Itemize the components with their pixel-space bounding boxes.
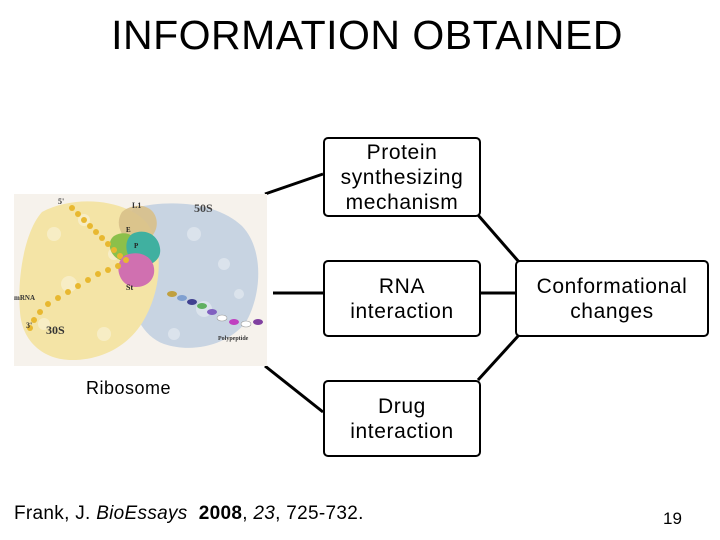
box-conformational-changes: Conformational changes xyxy=(515,260,709,337)
label-three-prime: 3' xyxy=(26,321,32,330)
polypeptide-chain xyxy=(167,291,263,328)
label-five-prime: 5' xyxy=(58,197,64,206)
connector-drug-conformational xyxy=(476,333,521,382)
box-conformational-label: Conformational changes xyxy=(536,274,688,323)
box-drug-label: Drug interaction xyxy=(350,394,454,443)
box-rna-label: RNA interaction xyxy=(350,274,454,323)
box-drug-interaction: Drug interaction xyxy=(323,380,481,457)
connector-ribosome-protein xyxy=(264,172,324,196)
label-mrna: mRNA xyxy=(14,294,35,302)
label-50s: 50S xyxy=(194,201,213,215)
connector-protein-conformational xyxy=(476,214,521,263)
label-l1: L1 xyxy=(132,201,141,210)
connector-ribosome-drug xyxy=(264,364,324,414)
label-p-site: P xyxy=(134,242,139,250)
label-st: St xyxy=(126,283,133,292)
citation: Frank, J. BioEssays 2008, 23, 725-732. xyxy=(14,503,364,524)
ribosome-image: 5' L1 50S E P St mRNA 3' 30S Polypeptide xyxy=(14,194,267,366)
label-e-site: E xyxy=(126,226,131,234)
citation-journal: BioEssays xyxy=(96,503,188,524)
large-subunit-shape xyxy=(124,203,259,348)
box-rna-interaction: RNA interaction xyxy=(323,260,481,337)
citation-volume: 23 xyxy=(253,503,276,524)
box-protein-label: Protein synthesizing mechanism xyxy=(340,140,464,214)
mrna-strand xyxy=(27,205,129,331)
citation-author: Frank, J. xyxy=(14,503,97,524)
slide-title: INFORMATION OBTAINED xyxy=(111,12,623,58)
ribosome-caption: Ribosome xyxy=(86,378,172,398)
citation-year: 2008 xyxy=(198,503,243,524)
page-number: 19 xyxy=(663,509,682,528)
ribosome-figure: 5' L1 50S E P St mRNA 3' 30S Polypeptide xyxy=(14,194,267,366)
citation-pages: , 725-732. xyxy=(275,503,364,524)
box-protein-synthesizing-mechanism: Protein synthesizing mechanism xyxy=(323,137,481,217)
label-polypeptide: Polypeptide xyxy=(218,336,249,342)
label-30s: 30S xyxy=(46,323,65,337)
